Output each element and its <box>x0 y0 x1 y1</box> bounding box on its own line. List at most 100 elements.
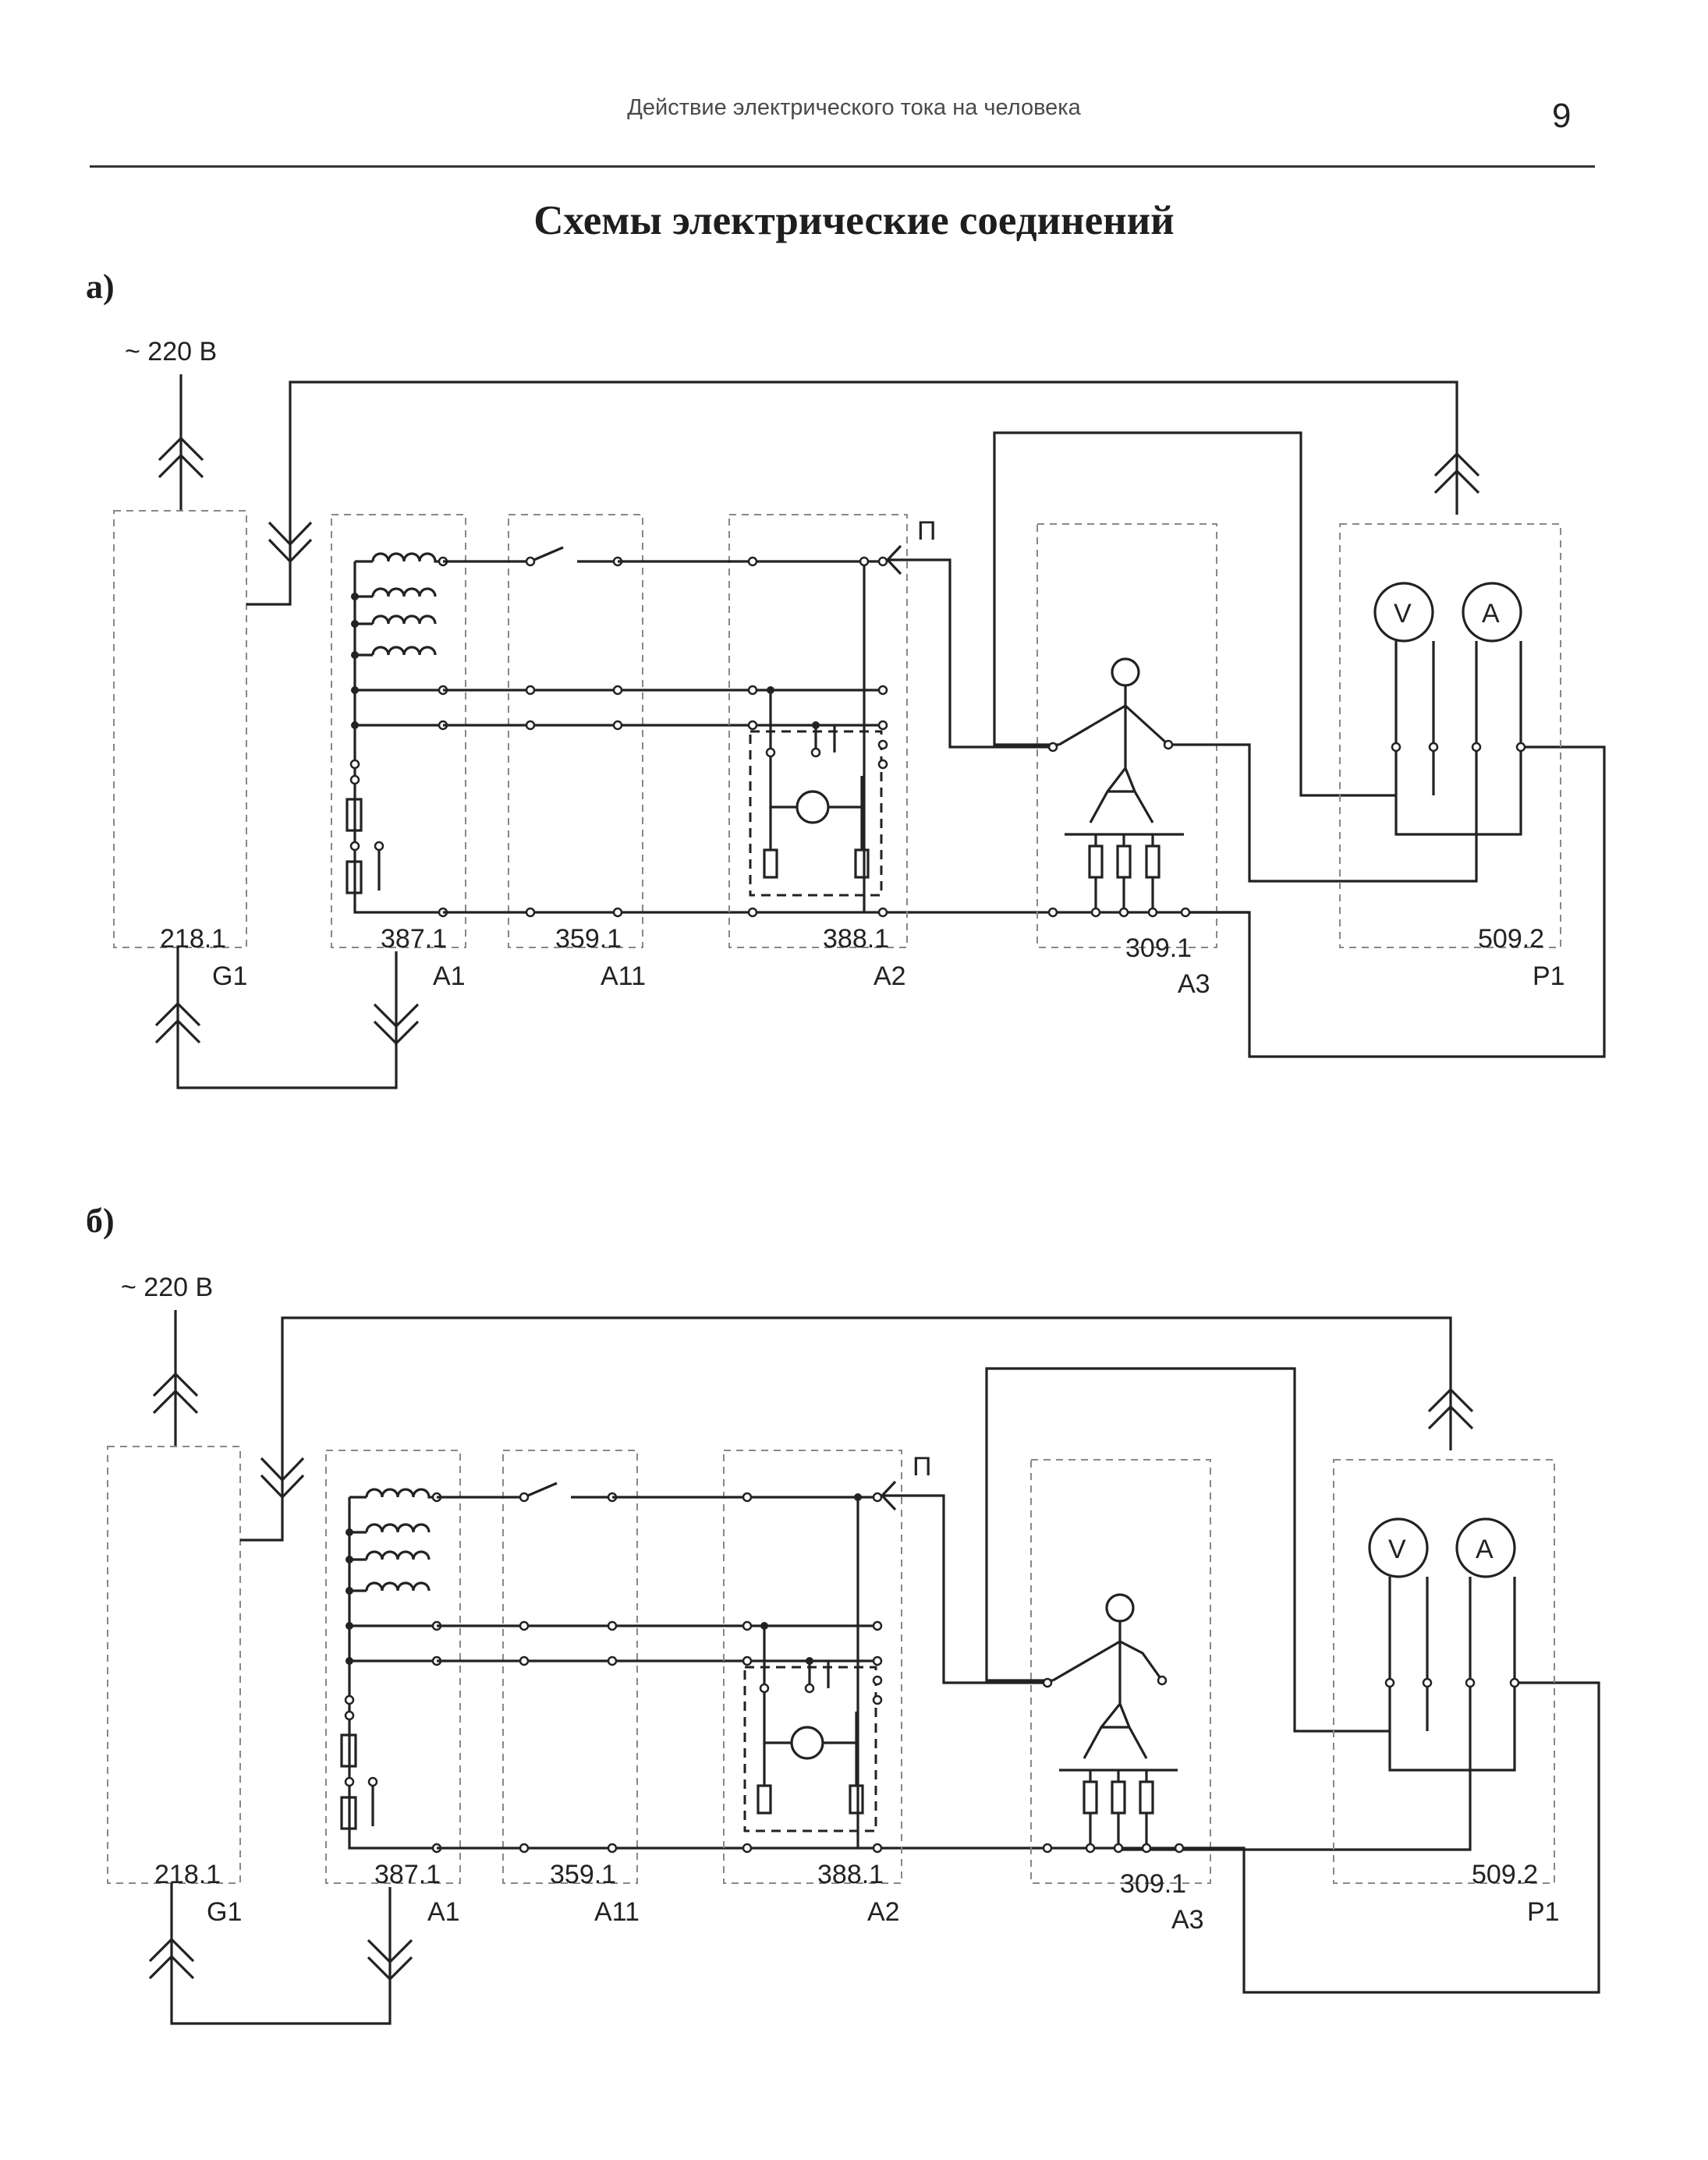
a2-resistor-1-icon <box>757 1784 772 1815</box>
schematic-b-content: ~ 220 В 218.1 G1 387.1 A1 359.1 A11 388.… <box>107 1273 1600 2025</box>
running-title: Действие электрического тока на человека <box>627 95 1081 120</box>
a1-node <box>349 774 360 785</box>
a11-node <box>519 1655 530 1666</box>
floor-taps <box>1094 834 1154 846</box>
a1-resistor-1-icon <box>340 1733 357 1768</box>
p1-node <box>1465 1677 1476 1688</box>
floor-resistor-3-icon <box>1139 1780 1154 1815</box>
a2-node <box>877 759 888 770</box>
module-a3-designator: A3 <box>1178 969 1210 999</box>
p1-node <box>1509 1677 1520 1688</box>
a11-node <box>525 556 536 567</box>
module-p1-designator: P1 <box>1533 961 1565 991</box>
wire-top-loop <box>246 381 1458 606</box>
a2-node <box>877 685 888 696</box>
module-a1-box <box>325 1450 461 1884</box>
a2-node <box>742 1843 753 1854</box>
p1-node <box>1384 1677 1395 1688</box>
ammeter-icon <box>1462 582 1522 643</box>
header-rule <box>90 165 1595 168</box>
supply-label: ~ 220 В <box>125 337 217 366</box>
a2-node <box>742 1620 753 1631</box>
a2-node <box>872 1843 883 1854</box>
a3-node <box>1042 1677 1053 1688</box>
schematic-a-content: ~ 220 В 218.1 G1 387.1 A1 359.1 A11 <box>113 337 1606 1089</box>
a1-junction <box>351 620 359 628</box>
a2-junction <box>767 686 774 694</box>
panel-label-a: а) <box>86 267 115 306</box>
supply-connector-icon <box>152 1372 199 1415</box>
a2-motor-icon <box>796 790 830 824</box>
page-header: Действие электрического тока на человека… <box>0 0 1708 179</box>
a2-node <box>877 739 888 750</box>
a2-junction <box>760 1622 768 1630</box>
wire-floor-return <box>1089 1681 1600 1994</box>
a1-coil-1-icon <box>365 1488 437 1499</box>
module-g1-designator: G1 <box>212 961 247 991</box>
a3-node <box>1180 907 1191 918</box>
a11-node <box>519 1843 530 1854</box>
module-a1-code: 387.1 <box>381 924 447 954</box>
module-a2-designator: A2 <box>873 961 906 991</box>
a11-bus-lines <box>443 689 1249 914</box>
floor-resistor-1-icon <box>1088 845 1104 879</box>
connector-p1-icon <box>1427 1387 1474 1430</box>
a1-bus <box>348 1497 437 1850</box>
module-a3-code: 309.1 <box>1125 933 1192 963</box>
module-a2-code: 388.1 <box>817 1860 884 1889</box>
a2-resistor-1-icon <box>763 848 778 879</box>
a1-node <box>344 1710 355 1721</box>
a2-node <box>872 1655 883 1666</box>
module-a11-code: 359.1 <box>555 924 622 954</box>
ammeter-symbol: A <box>1476 1535 1494 1564</box>
a1-junction <box>345 1657 353 1665</box>
a2-branch <box>763 1743 858 1786</box>
a3-node <box>1141 1843 1152 1854</box>
connector-g1-bottom-icon <box>154 1001 201 1044</box>
voltmeter-icon <box>1368 1517 1429 1578</box>
module-a1-designator: A1 <box>433 961 466 991</box>
voltmeter-icon <box>1373 582 1434 643</box>
floor-resistor-2-icon <box>1116 845 1132 879</box>
module-p1-code: 509.2 <box>1472 1860 1538 1889</box>
panel-label-b: б) <box>86 1202 115 1240</box>
a2-node <box>804 1683 815 1694</box>
a2-node <box>759 1683 770 1694</box>
a2-junction <box>812 721 820 729</box>
a2-branch <box>769 807 863 850</box>
connector-g1-icon <box>268 521 313 564</box>
a11-node <box>607 1843 618 1854</box>
human-figure-icon <box>1058 657 1184 836</box>
a1-coil-1-icon <box>371 552 443 563</box>
wire-left-hand <box>985 1367 1390 1733</box>
p1-node <box>1515 742 1526 752</box>
a2-node <box>747 907 758 918</box>
connector-p1-icon <box>1433 451 1480 494</box>
a11-node <box>607 1620 618 1631</box>
module-a11-code: 359.1 <box>550 1860 616 1889</box>
a2-node <box>859 556 870 567</box>
a11-bus-lines <box>437 1624 1244 1850</box>
a1-coil-2-3-icon <box>371 587 437 656</box>
module-a3-code: 309.1 <box>1120 1869 1186 1899</box>
a1-node <box>367 1776 378 1787</box>
a1-resistor-1-icon <box>345 798 363 832</box>
page-title: Схемы электрические соединений <box>533 198 1175 243</box>
a2-resistor-2-icon <box>849 1784 864 1815</box>
ammeter-icon <box>1455 1517 1516 1578</box>
a2-node <box>747 685 758 696</box>
p1-node <box>1471 742 1482 752</box>
a1-junction <box>351 651 359 659</box>
voltmeter-symbol: V <box>1394 599 1412 629</box>
a2-node <box>877 907 888 918</box>
a11-node <box>612 685 623 696</box>
module-a3-designator: A3 <box>1171 1905 1204 1935</box>
a2-node <box>747 556 758 567</box>
module-g1-code: 218.1 <box>154 1860 221 1889</box>
a11-node <box>612 720 623 731</box>
module-a2-designator: A2 <box>867 1897 900 1927</box>
a1-node <box>344 1694 355 1705</box>
module-a3-box <box>1030 1459 1211 1884</box>
a1-junction <box>351 721 359 729</box>
module-g1-box <box>107 1446 241 1884</box>
